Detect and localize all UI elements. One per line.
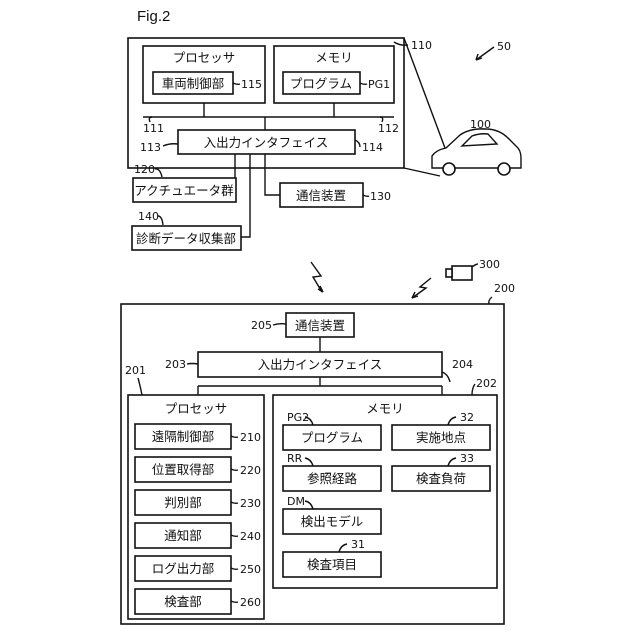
vehicle-icon	[432, 129, 521, 175]
processor-unit-ref: 210	[240, 431, 261, 444]
wireless-signal-icon-camera	[412, 278, 431, 298]
memory-item-label: 検査負荷	[416, 471, 466, 486]
memory-item-label: プログラム	[301, 430, 363, 445]
processor-unit-ref: 220	[240, 464, 261, 477]
processor-unit-ref: 250	[240, 563, 261, 576]
memory-item-ref: DM	[287, 495, 305, 508]
processor-unit-ref: 260	[240, 596, 261, 609]
ref-camera: 300	[479, 258, 500, 271]
diagnostic-data-collector-label: 診断データ収集部	[136, 231, 236, 246]
memory-item-label: 参照経路	[307, 471, 358, 486]
vehicle-memory-title: メモリ	[315, 50, 353, 65]
leader-120	[155, 169, 162, 177]
camera-icon	[446, 266, 472, 280]
ref-server-memory: 202	[476, 377, 497, 390]
ref-system: 50	[497, 40, 511, 53]
ref-server: 200	[494, 282, 515, 295]
vehicle-comm-label: 通信装置	[296, 188, 346, 203]
ref-actuator-group: 120	[134, 163, 155, 176]
ref-vehicle-memory-bus: 112	[378, 122, 399, 135]
processor-unit-label: 遠隔制御部	[152, 429, 215, 444]
processor-unit-ref: 230	[240, 497, 261, 510]
zoom-line-top	[404, 38, 445, 148]
processor-unit-label: 位置取得部	[152, 462, 215, 477]
ref-vehicle-control-unit: 115	[241, 78, 262, 91]
vehicle-processor-title: プロセッサ	[173, 50, 236, 65]
ref-server-io-right: 204	[452, 358, 473, 371]
system-arrow	[476, 47, 494, 60]
processor-unit-label: 検査部	[164, 594, 202, 609]
ref-server-io-left: 203	[165, 358, 186, 371]
processor-unit-label: 判別部	[164, 495, 202, 510]
server-processor-title: プロセッサ	[165, 401, 228, 416]
ref-vehicle: 100	[470, 118, 491, 131]
ref-vehicle-comm: 130	[370, 190, 391, 203]
zoom-line-bottom	[404, 168, 440, 176]
ref-diagnostic-data-collector: 140	[138, 210, 159, 223]
leader-130	[363, 195, 369, 196]
memory-item-ref: 33	[460, 452, 474, 465]
memory-item-ref: 31	[351, 538, 365, 551]
memory-item-ref: RR	[287, 452, 303, 465]
processor-unit-label: 通知部	[164, 528, 202, 543]
vehicle-control-unit-label: 車両制御部	[162, 76, 225, 91]
leader-203	[187, 364, 198, 365]
ref-vehicle-processor-bus: 111	[143, 122, 164, 135]
processor-unit-ref: 240	[240, 530, 261, 543]
ref-vehicle-program: PG1	[368, 78, 390, 91]
processor-unit-label: ログ出力部	[152, 561, 215, 576]
memory-item-ref: 32	[460, 411, 474, 424]
ref-vehicle-io-left: 113	[140, 141, 161, 154]
memory-item-label: 検査項目	[307, 557, 357, 572]
server-io-label: 入出力インタフェイス	[258, 357, 383, 372]
leader-300	[472, 264, 478, 267]
actuator-group-label: アクチュエータ群	[134, 183, 234, 198]
memory-item-label: 実施地点	[416, 430, 466, 445]
leader-200	[489, 297, 492, 304]
vehicle-program-label: プログラム	[290, 76, 352, 91]
ref-vehicle-io-right: 114	[362, 141, 383, 154]
memory-item-label: 検出モデル	[301, 514, 364, 529]
vehicle-io-label: 入出力インタフェイス	[204, 135, 329, 150]
ref-server-processor: 201	[125, 364, 146, 377]
server-comm-label: 通信装置	[295, 318, 345, 333]
ref-vehicle-control-device: 110	[411, 39, 432, 52]
server-memory-title: メモリ	[366, 401, 404, 416]
ref-server-comm: 205	[251, 319, 272, 332]
figure-label: Fig.2	[137, 8, 170, 25]
